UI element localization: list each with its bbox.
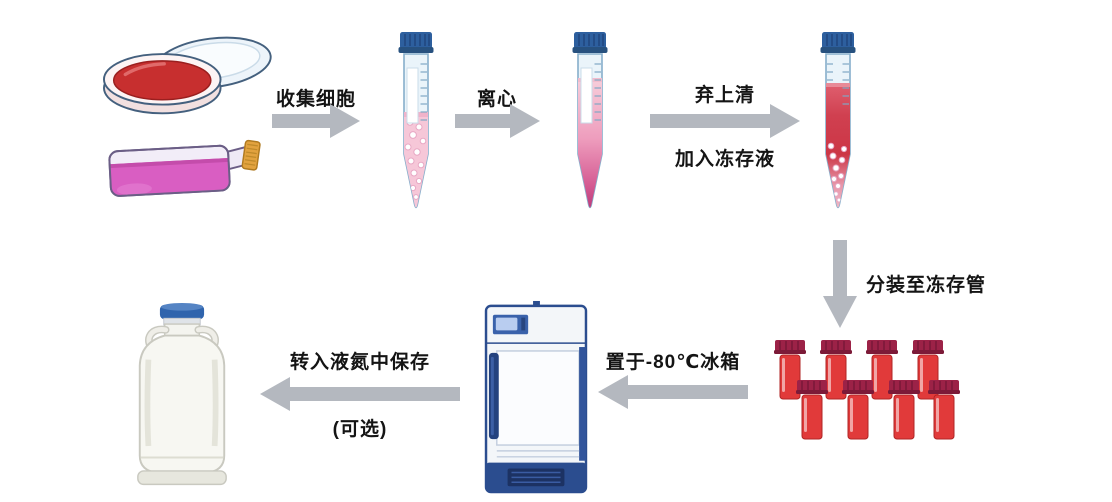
step-label-optional: (可选) [332,419,388,440]
arrow-right-icon [455,104,540,138]
culture-flask-icon [103,128,271,206]
freezer-vent [486,462,586,493]
cryovial-front-row [796,380,960,440]
arrow-left-icon [598,375,748,409]
tube3-liquid [826,83,850,208]
petri-dish-icon [98,22,278,124]
freezer-control-panel [492,314,529,335]
step-label-place-in-freezer: 置于-80℃冰箱 [605,352,741,373]
nitrogen-tank-icon [118,302,246,494]
centrifuge-tube-after-centrifugation-icon [560,28,620,218]
centrifuge-tube-with-cryoprotectant-icon [808,28,868,218]
arrow-right-icon [272,104,360,138]
freezer-handle [488,352,499,440]
arrow-left-icon [260,377,460,411]
flask-cap [241,139,261,171]
cryovial-back-row [774,340,944,400]
ult-freezer-icon [482,300,590,496]
step-label-add-cryoprotectant: 加入冻存液 [674,149,775,170]
step-label-centrifuge: 离心 [476,89,517,110]
step-label-aliquot: 分装至冻存管 [866,275,987,296]
tube1-cap [398,32,434,53]
petri-dish-base [103,53,222,115]
step-label-transfer-to-nitrogen: 转入液氮中保存 [289,352,430,373]
cryovial-cluster-icon [756,334,961,464]
step-label-collect-cells: 收集细胞 [275,89,356,110]
flask-medium [109,157,231,197]
tube3-cap [820,32,856,53]
step-label-discard-supernatant: 弃上清 [694,85,755,106]
centrifuge-tube-cell-suspension-icon [386,28,446,218]
arrow-right-icon [650,104,800,138]
tube2-cap [572,32,608,53]
dewar-cap [159,302,205,326]
arrow-down-icon [823,240,857,328]
